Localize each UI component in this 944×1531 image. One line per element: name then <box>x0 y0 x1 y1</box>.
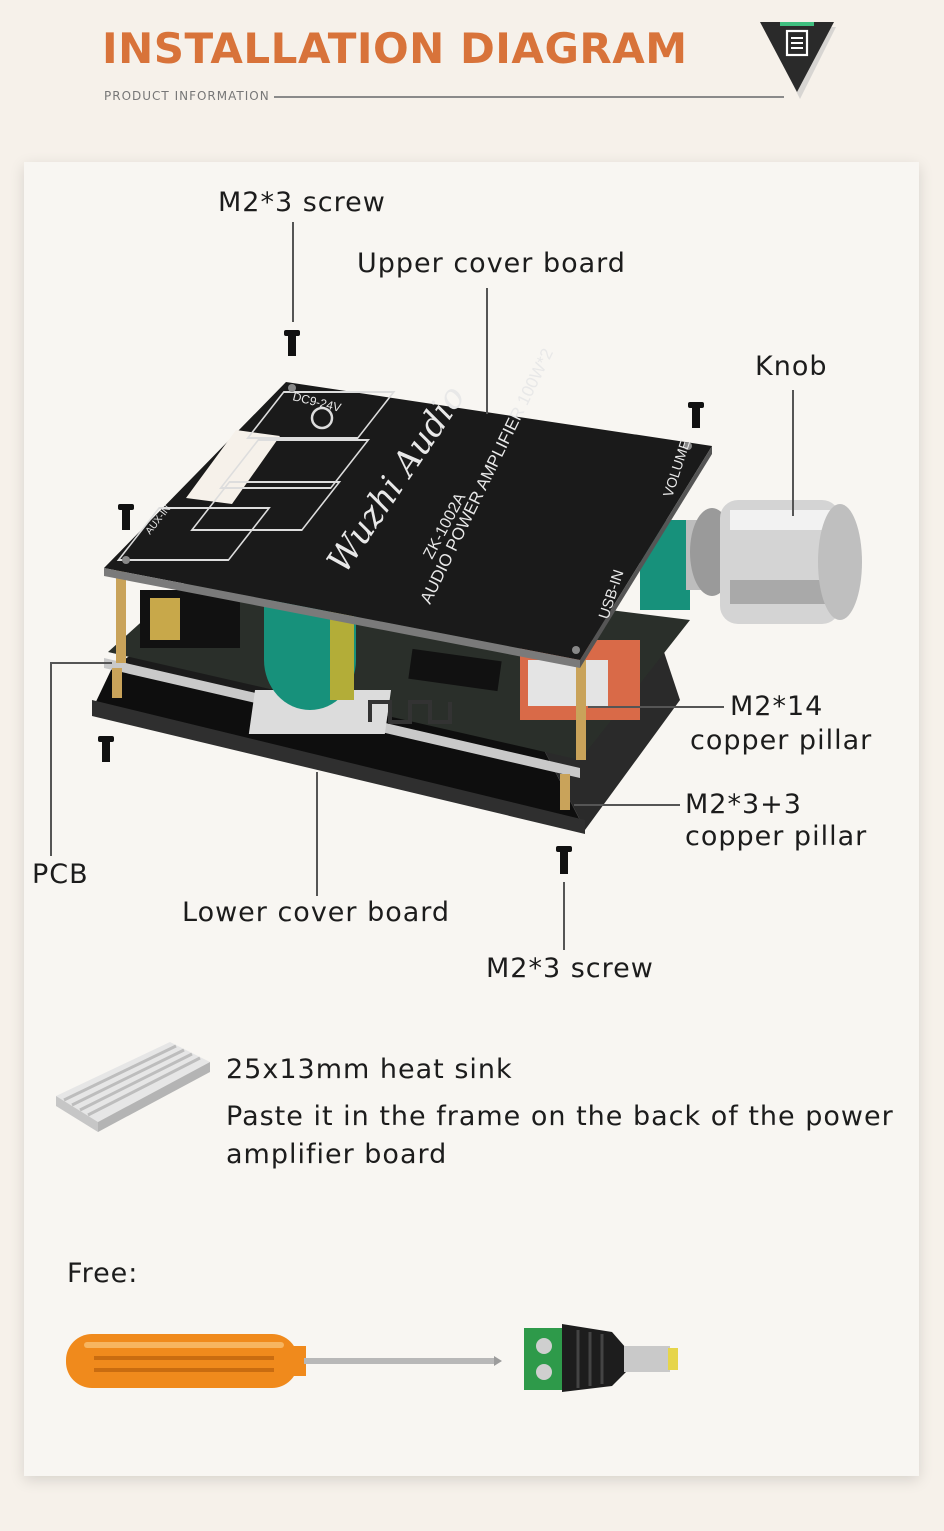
dc-terminal-adapter-image <box>524 1324 678 1392</box>
label-pillar-14-line2: copper pillar <box>690 725 873 756</box>
leader-pcb-h <box>50 662 112 664</box>
screw-left <box>118 504 134 530</box>
leader-lower-cover <box>316 772 318 896</box>
screws <box>98 330 704 874</box>
label-pillar-3-line2: copper pillar <box>685 821 868 852</box>
heat-sink-title: 25x13mm heat sink <box>226 1054 513 1085</box>
heat-sink-image <box>56 1042 210 1132</box>
page-title: INSTALLATION DIAGRAM <box>102 24 688 73</box>
page-subtitle: PRODUCT INFORMATION <box>104 89 270 103</box>
leader-pillar-3 <box>574 804 680 806</box>
label-knob: Knob <box>755 351 828 382</box>
capacitor-shape <box>264 520 690 710</box>
screw-bottom <box>556 846 572 874</box>
leader-knob <box>792 390 794 516</box>
screw-bottom-left <box>98 736 114 762</box>
label-upper-cover: Upper cover board <box>357 248 626 279</box>
screw-top-right <box>688 402 704 428</box>
leader-upper-cover <box>486 288 488 414</box>
leader-pillar-14 <box>588 706 724 708</box>
screw-top-left <box>284 330 300 356</box>
free-label: Free: <box>67 1258 139 1289</box>
leader-screw-top <box>292 222 294 322</box>
leader-pcb-v <box>50 662 52 856</box>
diagram-card <box>24 162 919 1476</box>
header-divider <box>274 96 784 98</box>
label-pillar-3-line1: M2*3+3 <box>685 789 802 820</box>
document-badge-icon <box>760 22 836 99</box>
screwdriver-image <box>66 1334 502 1388</box>
upper-cover-board-shape <box>104 382 712 668</box>
label-pillar-14-line1: M2*14 <box>730 691 824 722</box>
label-pcb: PCB <box>32 859 89 890</box>
label-screw-top: M2*3 screw <box>218 187 386 218</box>
heat-sink-description: Paste it in the frame on the back of the… <box>226 1101 894 1170</box>
label-screw-bottom: M2*3 screw <box>486 953 654 984</box>
label-lower-cover: Lower cover board <box>182 897 451 928</box>
leader-screw-bottom <box>563 882 565 950</box>
copper-pillars <box>112 565 586 810</box>
volume-knob-shape <box>686 500 862 624</box>
